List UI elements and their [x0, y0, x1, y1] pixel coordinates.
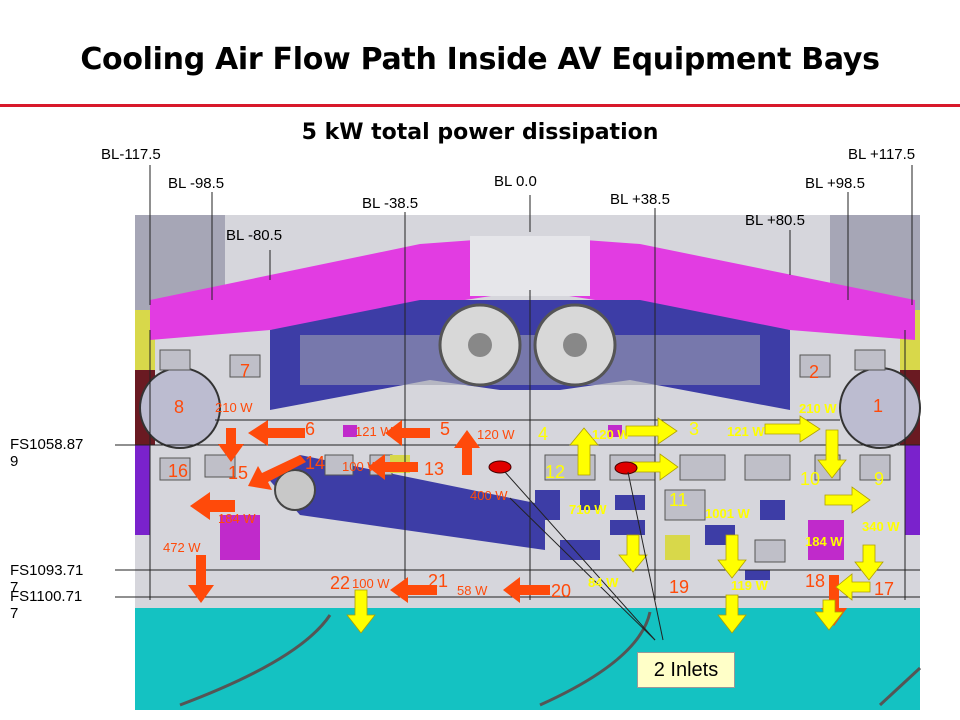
wheel-right-hub [563, 333, 587, 357]
inlet-leader-2 [627, 471, 664, 641]
zone-17: 17 [874, 579, 895, 599]
zone-2: 2 [809, 362, 820, 382]
zone-1: 1 [873, 396, 884, 416]
zone-8: 8 [174, 397, 185, 417]
floor-curve-mid [539, 611, 652, 707]
bl-label-zero: BL 0.0 [494, 173, 537, 190]
zone-20: 20 [551, 581, 572, 601]
floor-curve-right [878, 666, 922, 707]
watt-label: 340 W [862, 519, 900, 534]
fs-label-1100: FS1100.71 7 [10, 588, 83, 622]
zone-5: 5 [440, 419, 451, 439]
arrow-y7 [618, 534, 648, 573]
inlet-leader-1 [504, 471, 656, 641]
arrow-y9 [854, 544, 884, 581]
zone-18: 18 [805, 571, 826, 591]
watt-label: 1001 W [705, 506, 750, 521]
arrow-y10 [835, 573, 871, 601]
title-divider [0, 104, 960, 107]
arrow-y3 [764, 415, 821, 443]
arrow-o2 [248, 420, 305, 446]
zone-9: 9 [874, 469, 885, 489]
bl-label-pos98: BL +98.5 [805, 175, 865, 192]
arrow-o9 [503, 577, 550, 603]
watt-label: 84 W [588, 575, 619, 590]
arrow-o7 [190, 492, 235, 520]
watt-label: 121 W [355, 424, 393, 439]
zone-22: 22 [330, 573, 351, 593]
arrow-y8 [717, 534, 747, 579]
arrow-y2 [625, 417, 678, 445]
zone-19: 19 [669, 577, 690, 597]
zone-3: 3 [689, 419, 700, 439]
arrow-o4 [454, 430, 480, 475]
watt-label: 121 W [727, 424, 765, 439]
watt-label: 210 W [215, 400, 253, 415]
zone-12: 12 [545, 462, 566, 482]
zone-14: 14 [305, 453, 326, 473]
arrow-y1 [569, 427, 599, 476]
right-purple-band [905, 445, 920, 535]
bl-label-pos38: BL +38.5 [610, 191, 670, 208]
magenta-roof-right [530, 236, 915, 340]
zone-10: 10 [800, 469, 821, 489]
watt-label: 120 W [592, 427, 630, 442]
teal-floor [135, 608, 920, 710]
watt-label: 58 W [457, 583, 488, 598]
watt-label: 120 W [477, 427, 515, 442]
arrow-o10 [390, 577, 437, 603]
watt-label: 184 W [218, 511, 256, 526]
page-title: Cooling Air Flow Path Inside AV Equipmen… [80, 42, 880, 77]
magenta-roof-left [150, 236, 530, 340]
bl-label-pos117: BL +117.5 [848, 146, 916, 163]
diagram-subtitle: 5 kW total power dissipation [301, 120, 659, 145]
bl-label-pos80: BL +80.5 [745, 212, 805, 229]
floor-curve-left [179, 614, 332, 707]
watt-label: 100 W [352, 576, 390, 591]
arrow-y4 [817, 429, 847, 479]
roof-center [470, 236, 590, 296]
zone-4: 4 [538, 424, 549, 444]
arrow-o3 [385, 420, 430, 446]
fs-label-1093: FS1093.71 7 [10, 562, 84, 596]
zone-16: 16 [168, 461, 189, 481]
inlets-callout: 2 Inlets [637, 652, 735, 688]
zone-21: 21 [428, 571, 449, 591]
inlet-right [614, 461, 638, 475]
arrow-o8 [188, 555, 214, 603]
arrow-o1 [218, 428, 244, 462]
zone-13: 13 [424, 459, 445, 479]
zone-15: 15 [228, 463, 249, 483]
watt-label: 710 W [569, 502, 607, 517]
watt-label: 472 W [163, 540, 201, 555]
watt-label: 184 W [805, 534, 843, 549]
watt-label: 119 W [731, 578, 768, 593]
arrow-y12 [717, 594, 747, 634]
bl-label-neg38: BL -38.5 [362, 195, 419, 212]
watt-label: 400 W [470, 488, 508, 503]
arrow-o5 [248, 455, 306, 490]
arrow-o6 [368, 454, 418, 480]
wheel-left-hub [468, 333, 492, 357]
bl-label-neg80: BL -80.5 [226, 227, 283, 244]
inlet-left [488, 460, 512, 474]
fs-label-1058: FS1058.87 9 [10, 436, 84, 470]
inlet-leader-3 [509, 497, 656, 641]
strut-wheel [274, 469, 316, 511]
zone-7: 7 [240, 361, 251, 381]
arrow-y13 [814, 599, 844, 631]
zone-11: 11 [669, 490, 688, 510]
arrow-y6 [824, 486, 871, 514]
watt-label: 210 W [799, 401, 837, 416]
bl-label-neg117: BL-117.5 [101, 146, 161, 163]
watt-label: 100 W [342, 459, 380, 474]
bl-label-neg98: BL -98.5 [168, 175, 225, 192]
left-purple-band [135, 445, 150, 535]
zone-6: 6 [305, 419, 316, 439]
arrow-y11 [346, 589, 376, 634]
